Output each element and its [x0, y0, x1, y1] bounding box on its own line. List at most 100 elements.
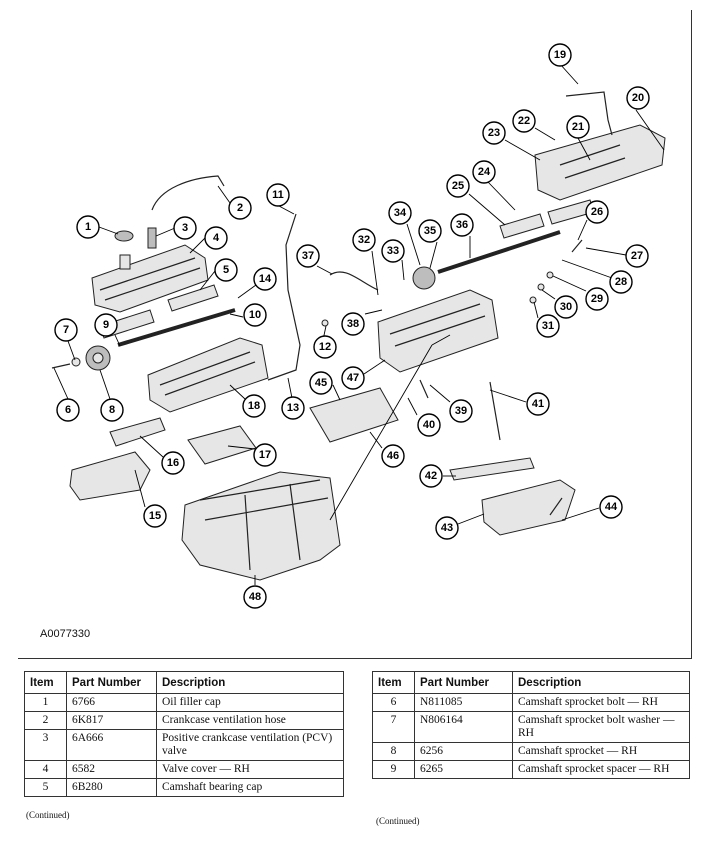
callout-4: 4 — [204, 226, 228, 250]
callout-10: 10 — [243, 303, 267, 327]
cell-part-number: N811085 — [414, 693, 513, 712]
table-row: 2 6K817 Crankcase ventilation hose — [24, 711, 344, 730]
callout-17: 17 — [253, 443, 277, 467]
callout-46: 46 — [381, 444, 405, 468]
callout-label: 22 — [518, 115, 530, 127]
exhaust-manifold-gasket-lh — [449, 457, 535, 481]
callout-36: 36 — [450, 213, 474, 237]
exhaust-manifold-lh — [481, 479, 576, 536]
callout-label: 20 — [632, 92, 644, 104]
callout-19: 19 — [548, 43, 572, 67]
parts-table-left: Item Part Number Description 1 6766 Oil … — [24, 671, 344, 797]
callout-label: 36 — [456, 219, 468, 231]
callout-15: 15 — [143, 504, 167, 528]
cell-item: 4 — [24, 760, 67, 779]
cell-description: Camshaft sprocket bolt washer — RH — [512, 711, 690, 743]
callout-1: 1 — [76, 215, 100, 239]
table-row: 1 6766 Oil filler cap — [24, 693, 344, 712]
callout-label: 47 — [347, 372, 359, 384]
cell-item: 3 — [24, 729, 67, 761]
callout-20: 20 — [626, 86, 650, 110]
callout-label: 32 — [358, 234, 370, 246]
callout-label: 42 — [425, 470, 437, 482]
camshaft-rh — [117, 308, 236, 347]
cell-part-number: 6256 — [414, 742, 513, 761]
cell-item: 2 — [24, 711, 67, 730]
callout-label: 44 — [605, 501, 618, 513]
callout-9: 9 — [94, 313, 118, 337]
table-row: 4 6582 Valve cover — RH — [24, 760, 344, 779]
callout-22: 22 — [512, 109, 536, 133]
cell-part-number: 6582 — [66, 760, 157, 779]
callout-45: 45 — [309, 371, 333, 395]
cylinder-head-lh — [377, 289, 499, 373]
sprocket-bolt — [51, 363, 71, 369]
exhaust-manifold-gasket-rh — [109, 417, 166, 447]
callout-label: 24 — [478, 166, 491, 178]
sprocket-bolt-washer — [71, 357, 81, 367]
callout-21: 21 — [566, 115, 590, 139]
table-row: 6 N811085 Camshaft sprocket bolt — RH — [372, 693, 690, 712]
callout-label: 43 — [441, 522, 453, 534]
cylinder-block — [181, 471, 341, 581]
table-row: 7 N806164 Camshaft sprocket bolt washer … — [372, 711, 690, 743]
table-header-row: Item Part Number Description — [24, 671, 344, 694]
column-header-description: Description — [512, 671, 690, 694]
crankcase-ventilation-hose — [151, 175, 225, 211]
camshaft-lh — [437, 230, 561, 274]
callout-label: 33 — [387, 245, 399, 257]
cell-description: Camshaft sprocket spacer — RH — [512, 760, 690, 779]
cell-part-number: 6265 — [414, 760, 513, 779]
callout-label: 10 — [249, 309, 261, 321]
callout-label: 37 — [302, 250, 314, 262]
callout-16: 16 — [161, 451, 185, 475]
column-header-part-number: Part Number — [66, 671, 157, 694]
callout-26: 26 — [585, 200, 609, 224]
pcv-hose-lh — [565, 91, 613, 136]
callout-label: 6 — [65, 404, 71, 416]
callout-3: 3 — [173, 216, 197, 240]
sensor-26 — [571, 239, 583, 253]
callout-label: 34 — [394, 207, 407, 219]
callout-32: 32 — [352, 228, 376, 252]
callout-label: 18 — [248, 400, 260, 412]
callout-label: 41 — [532, 398, 544, 410]
callout-39: 39 — [449, 399, 473, 423]
cell-part-number: 6B280 — [66, 778, 157, 797]
callout-label: 30 — [560, 301, 572, 313]
callout-35: 35 — [418, 219, 442, 243]
callout-38: 38 — [341, 312, 365, 336]
callout-label: 15 — [149, 510, 161, 522]
cell-description: Valve cover — RH — [156, 760, 344, 779]
diagram-frame — [18, 10, 692, 659]
callout-18: 18 — [242, 394, 266, 418]
camshaft-sprocket-lh — [412, 266, 436, 290]
callout-23: 23 — [482, 121, 506, 145]
camshaft-position-sensor-harness — [329, 271, 379, 291]
callout-label: 7 — [63, 324, 69, 336]
table-header-row: Item Part Number Description — [372, 671, 690, 694]
table-row: 3 6A666 Positive crankcase ventilation (… — [24, 729, 344, 761]
table-row: 8 6256 Camshaft sprocket — RH — [372, 742, 690, 761]
callout-label: 23 — [488, 127, 500, 139]
callout-44: 44 — [599, 495, 623, 519]
callout-label: 9 — [103, 319, 109, 331]
table-row: 9 6265 Camshaft sprocket spacer — RH — [372, 760, 690, 779]
camshaft-bearing-cap — [167, 284, 219, 312]
callout-40: 40 — [417, 413, 441, 437]
callout-11: 11 — [266, 183, 290, 207]
cell-item: 5 — [24, 778, 67, 797]
callout-43: 43 — [435, 516, 459, 540]
callout-29: 29 — [585, 287, 609, 311]
dipstick-tube — [267, 213, 301, 381]
callout-label: 21 — [572, 121, 584, 133]
callout-34: 34 — [388, 201, 412, 225]
callout-25: 25 — [446, 174, 470, 198]
exhaust-manifold-rh — [69, 451, 151, 501]
callout-label: 1 — [85, 221, 91, 233]
callout-12: 12 — [313, 335, 337, 359]
exploded-engine-diagram: 1 2 3 4 5 6 7 8 9 10 11 12 13 14 15 16 1… — [51, 43, 666, 609]
cell-description: Positive crankcase ventilation (PCV) val… — [156, 729, 344, 761]
callout-2: 2 — [228, 196, 252, 220]
callout-30: 30 — [554, 295, 578, 319]
